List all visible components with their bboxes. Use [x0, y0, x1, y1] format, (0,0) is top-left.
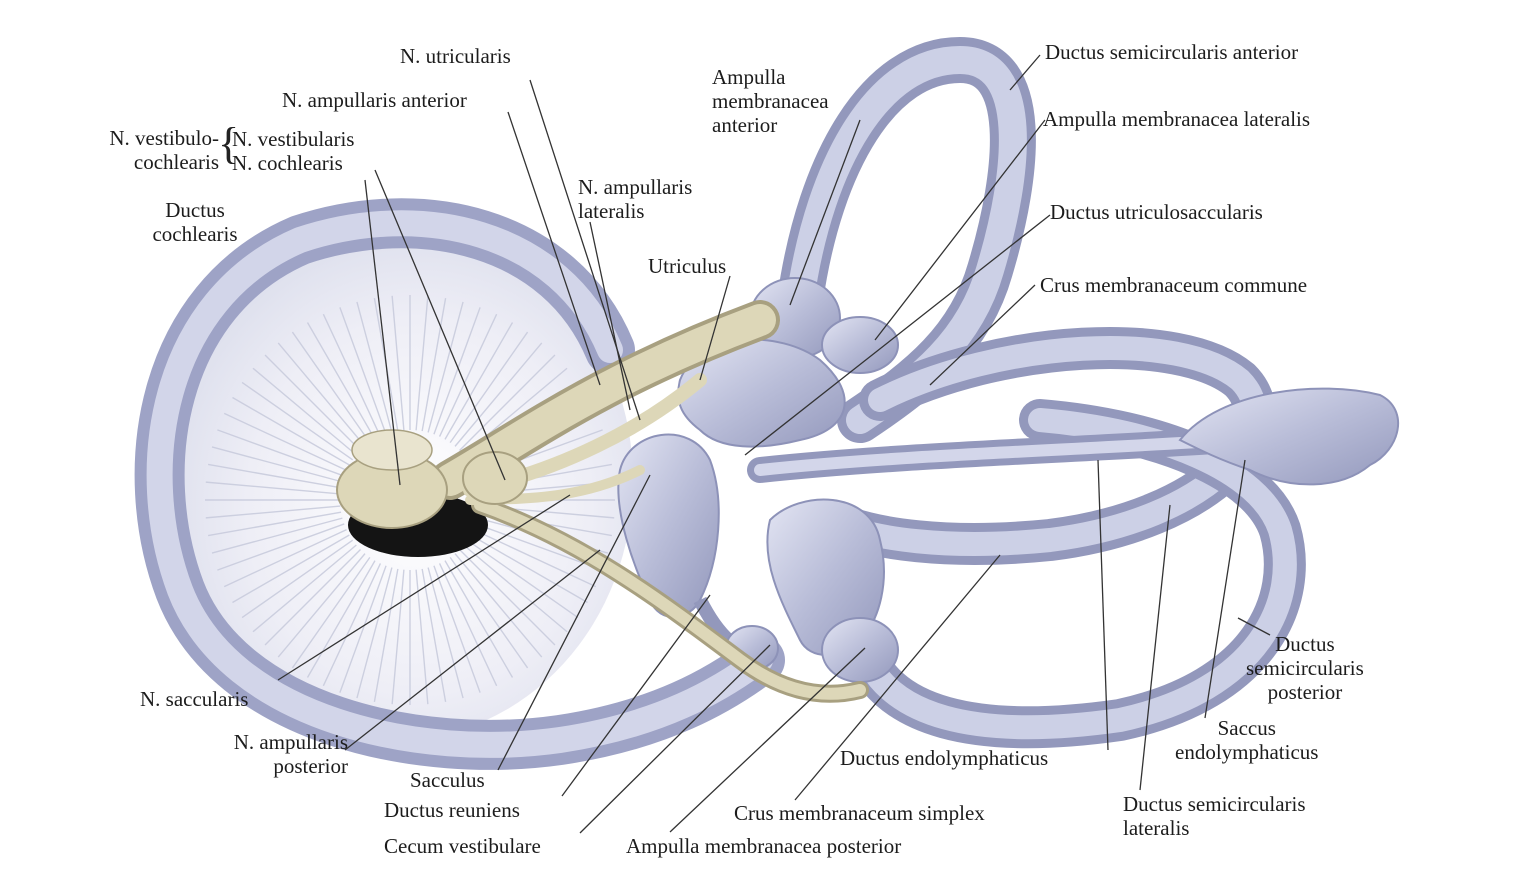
label-ampulla-membranacea-anterior: Ampulla membranacea anterior	[712, 65, 829, 137]
label-n-cochlearis: N. cochlearis	[232, 151, 343, 175]
label-saccus-endolymphaticus: Saccus endolymphaticus	[1175, 716, 1318, 764]
label-ductus-endolymphaticus: Ductus endolymphaticus	[840, 746, 1048, 770]
label-crus-membranaceum-simplex: Crus membranaceum simplex	[734, 801, 985, 825]
label-ductus-semicircularis-anterior: Ductus semicircularis anterior	[1045, 40, 1298, 64]
label-ductus-utriculosaccularis: Ductus utriculosaccularis	[1050, 200, 1263, 224]
label-ampulla-membranacea-posterior: Ampulla membranacea posterior	[626, 834, 901, 858]
label-utriculus: Utriculus	[648, 254, 726, 278]
label-ampulla-membranacea-lateralis: Ampulla membranacea lateralis	[1043, 107, 1310, 131]
label-n-ampullaris-posterior: N. ampullaris posterior	[200, 730, 348, 778]
label-sacculus: Sacculus	[410, 768, 485, 792]
label-crus-membranaceum-commune: Crus membranaceum commune	[1040, 273, 1307, 297]
label-n-utricularis: N. utricularis	[400, 44, 511, 68]
label-n-saccularis: N. saccularis	[140, 687, 248, 711]
label-ductus-semicircularis-lateralis: Ductus semicircularis lateralis	[1123, 792, 1306, 840]
label-ductus-semicircularis-posterior: Ductus semicircularis posterior	[1246, 632, 1364, 704]
label-cecum-vestibulare: Cecum vestibulare	[384, 834, 541, 858]
label-n-vestibularis: N. vestibularis	[232, 127, 354, 151]
label-ductus-reuniens: Ductus reuniens	[384, 798, 520, 822]
label-n-vestibulocochlearis: N. vestibulo- cochlearis	[74, 126, 219, 174]
label-n-ampullaris-lateralis: N. ampullaris lateralis	[578, 175, 692, 223]
label-ductus-cochlearis: Ductus cochlearis	[140, 198, 250, 246]
label-n-ampullaris-anterior: N. ampullaris anterior	[282, 88, 467, 112]
